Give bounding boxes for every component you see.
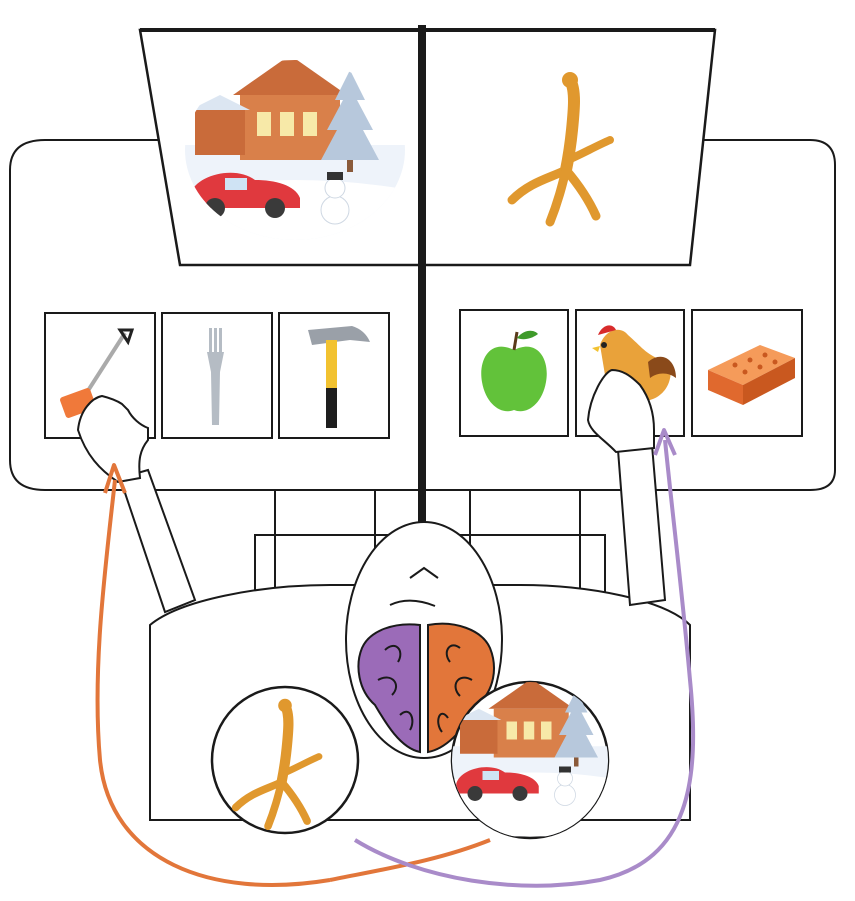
left-cards [44, 312, 390, 439]
hammer-icon [308, 326, 370, 428]
brick-icon [708, 345, 795, 405]
left-arrow [95, 479, 331, 887]
left-hand [76, 394, 149, 484]
apple-icon [481, 330, 547, 412]
right-cards [459, 309, 803, 437]
thought-bubble-left [210, 685, 360, 835]
right-hemisphere [427, 622, 495, 754]
thought-bubble-right [450, 680, 610, 840]
center-divider [418, 25, 426, 605]
fork-icon [207, 328, 224, 425]
left-arm [118, 468, 197, 614]
left-hemisphere [357, 623, 421, 754]
right-hand [586, 368, 655, 454]
right-arrow [353, 439, 696, 888]
brain [357, 622, 495, 754]
